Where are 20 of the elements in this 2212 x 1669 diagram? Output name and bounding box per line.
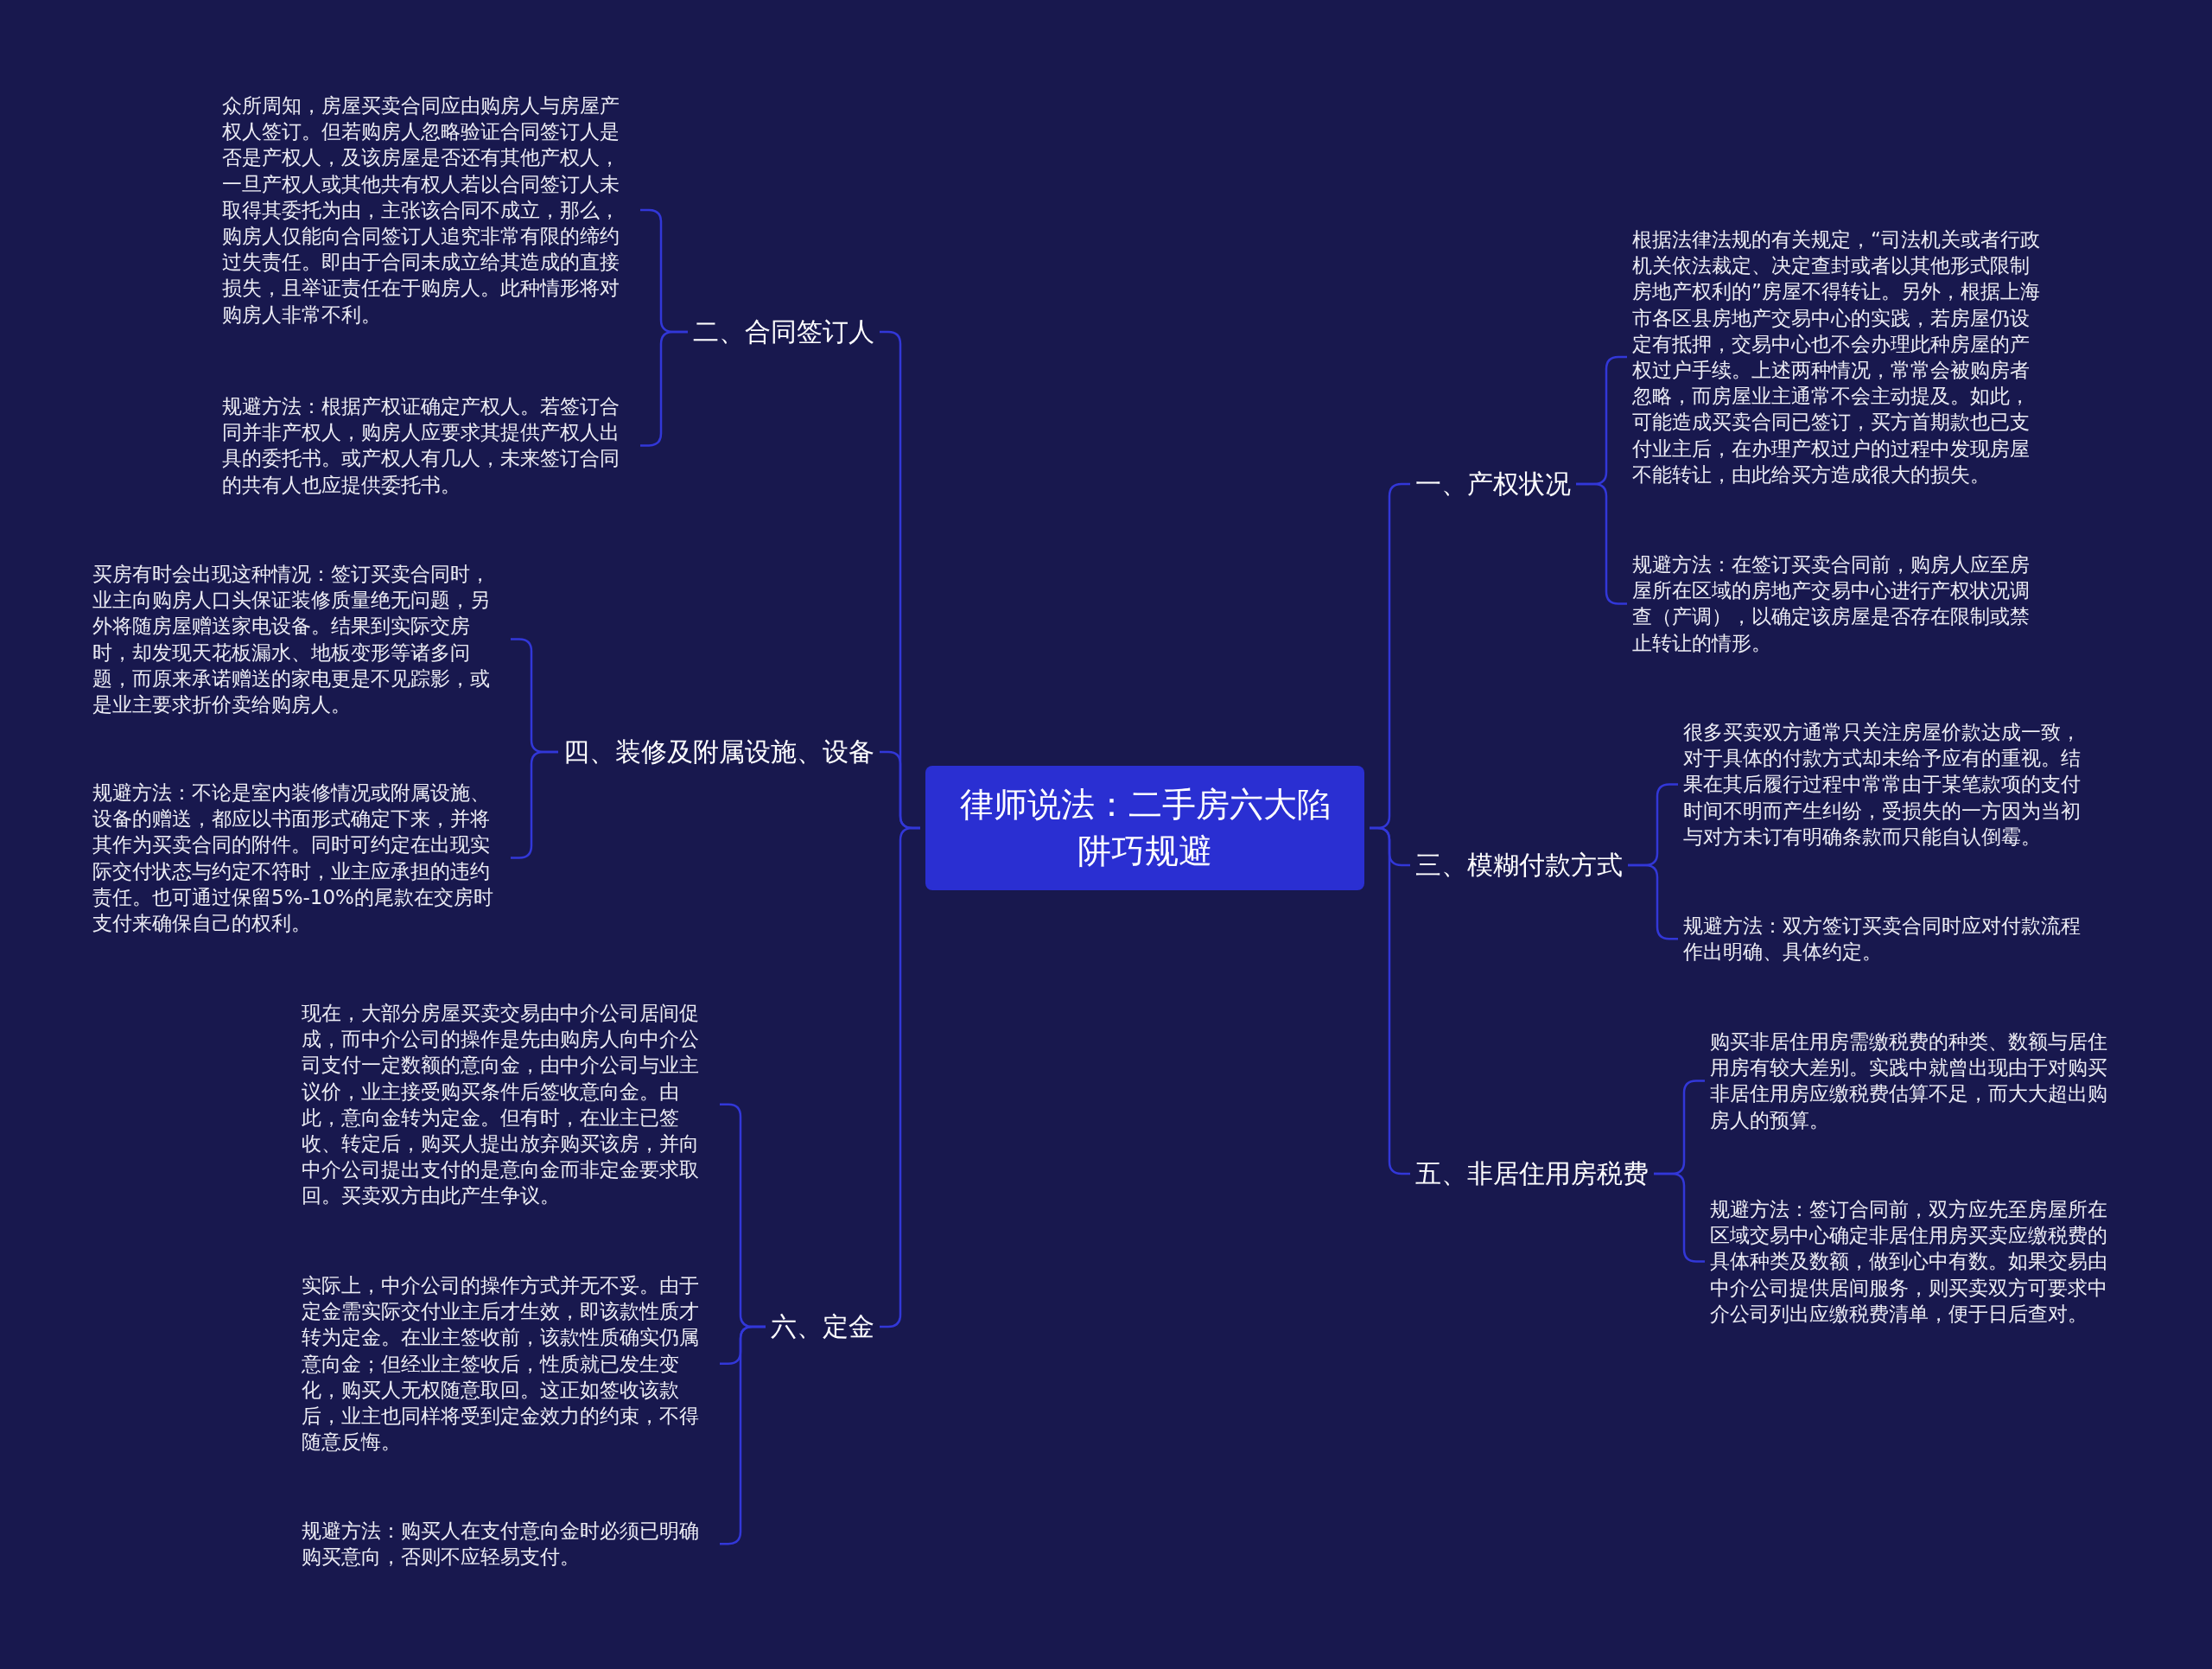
note-text: 规避方法：签订合同前，双方应先至房屋所在区域交易中心确定非居住用房买卖应缴税费的具体种类及数额，做到心中有数。如果交易由中介公司提供居间服务，则买卖双方可要求中介公司列出应缴税费清单，便于日后查对。 [1710, 1196, 2123, 1327]
note-text: 规避方法：双方签订买卖合同时应对付款流程作出明确、具体约定。 [1683, 913, 2096, 965]
note-text: 很多买卖双方通常只关注房屋价款达成一致，对于具体的付款方式却未给予应有的重视。结果在其后履行过程中常常由于某笔款项的支付时间不明而产生纠纷，受损失的一方因为当初与对方未订有明确条款而只能自认倒霉。 [1683, 719, 2096, 850]
central-topic-box: 律师说法：二手房六大陷阱巧规避 [925, 766, 1364, 890]
note-text: 现在，大部分房屋买卖交易由中介公司居间促成，而中介公司的操作是先由购房人向中介公司支付一定数额的意向金，由中介公司与业主议价，业主接受购买条件后签收意向金。由此，意向金转为定金。但有时，在业主已签收、转定后，购买人提出放弃购买该房，并向中介公司提出支付的是意向金而非定金要求取回。买卖双方由此产生争议。 [302, 1000, 715, 1209]
branch-label: 六、定金 [771, 1309, 874, 1344]
branch-label: 三、模糊付款方式 [1415, 848, 1623, 882]
note-text: 规避方法：根据产权证确定产权人。若签订合同并非产权人，购房人应要求其提供产权人出具的委托书。或产权人有几人，未来签订合同的共有人也应提供委托书。 [222, 393, 635, 498]
branch-label: 五、非居住用房税费 [1415, 1156, 1649, 1191]
note-text: 众所周知，房屋买卖合同应由购房人与房屋产权人签订。但若购房人忽略验证合同签订人是否是产权人，及该房屋是否还有其他产权人，一旦产权人或其他共有权人若以合同签订人未取得其委托为由，主张该合同不成立，那么，购房人仅能向合同签订人追究非常有限的缔约过失责任。即由于合同未成立给其造成的直接损失，且举证责任在于购房人。此种情形将对购房人非常不利。 [222, 92, 635, 328]
note-text: 买房有时会出现这种情况：签订买卖合同时，业主向购房人口头保证装修质量绝无问题，另外将随房屋赠送家电设备。结果到实际交房时，却发现天花板漏水、地板变形等诸多问题，而原来承诺赠送的家电更是不见踪影，或是业主要求折价卖给购房人。 [92, 561, 505, 718]
note-text: 购买非居住用房需缴税费的种类、数额与居住用房有较大差别。实践中就曾出现由于对购买非居住用房应缴税费估算不足，而大大超出购房人的预算。 [1710, 1029, 2123, 1133]
branch-label: 一、产权状况 [1415, 467, 1571, 501]
note-text: 根据法律法规的有关规定，“司法机关或者行政机关依法裁定、决定查封或者以其他形式限制房地产权利的”房屋不得转让。另外，根据上海市各区县房地产交易中心的实践，若房屋仍设定有抵押，交易中心也不会办理此种房屋的产权过户手续。上述两种情况，常常会被购房者忽略，而房屋业主通常不会主动提及。如此，可能造成买卖合同已签订，买方首期款也已支付业主后，在办理产权过户的过程中发现房屋不能转让，由此给买方造成很大的损失。 [1632, 226, 2045, 488]
note-text: 实际上，中介公司的操作方式并无不妥。由于定金需实际交付业主后才生效，即该款性质才转为定金。在业主签收前，该款性质确实仍属意向金；但经业主签收后，性质就已发生变化，购买人无权随意取回。这正如签收该款后，业主也同样将受到定金效力的约束，不得随意反悔。 [302, 1272, 715, 1456]
branch-label: 二、合同签订人 [693, 315, 874, 349]
note-text: 规避方法：在签订买卖合同前，购房人应至房屋所在区域的房地产交易中心进行产权状况调查（产调），以确定该房屋是否存在限制或禁止转让的情形。 [1632, 551, 2045, 656]
note-text: 规避方法：不论是室内装修情况或附属设施、设备的赠送，都应以书面形式确定下来，并将其作为买卖合同的附件。同时可约定在出现实际交付状态与约定不符时，业主应承担的违约责任。也可通过保留5%-10%的尾款在交房时支付来确保自己的权利。 [92, 780, 505, 937]
note-text: 规避方法：购买人在支付意向金时必须已明确购买意向，否则不应轻易支付。 [302, 1518, 715, 1570]
branch-label: 四、装修及附属设施、设备 [563, 735, 874, 769]
